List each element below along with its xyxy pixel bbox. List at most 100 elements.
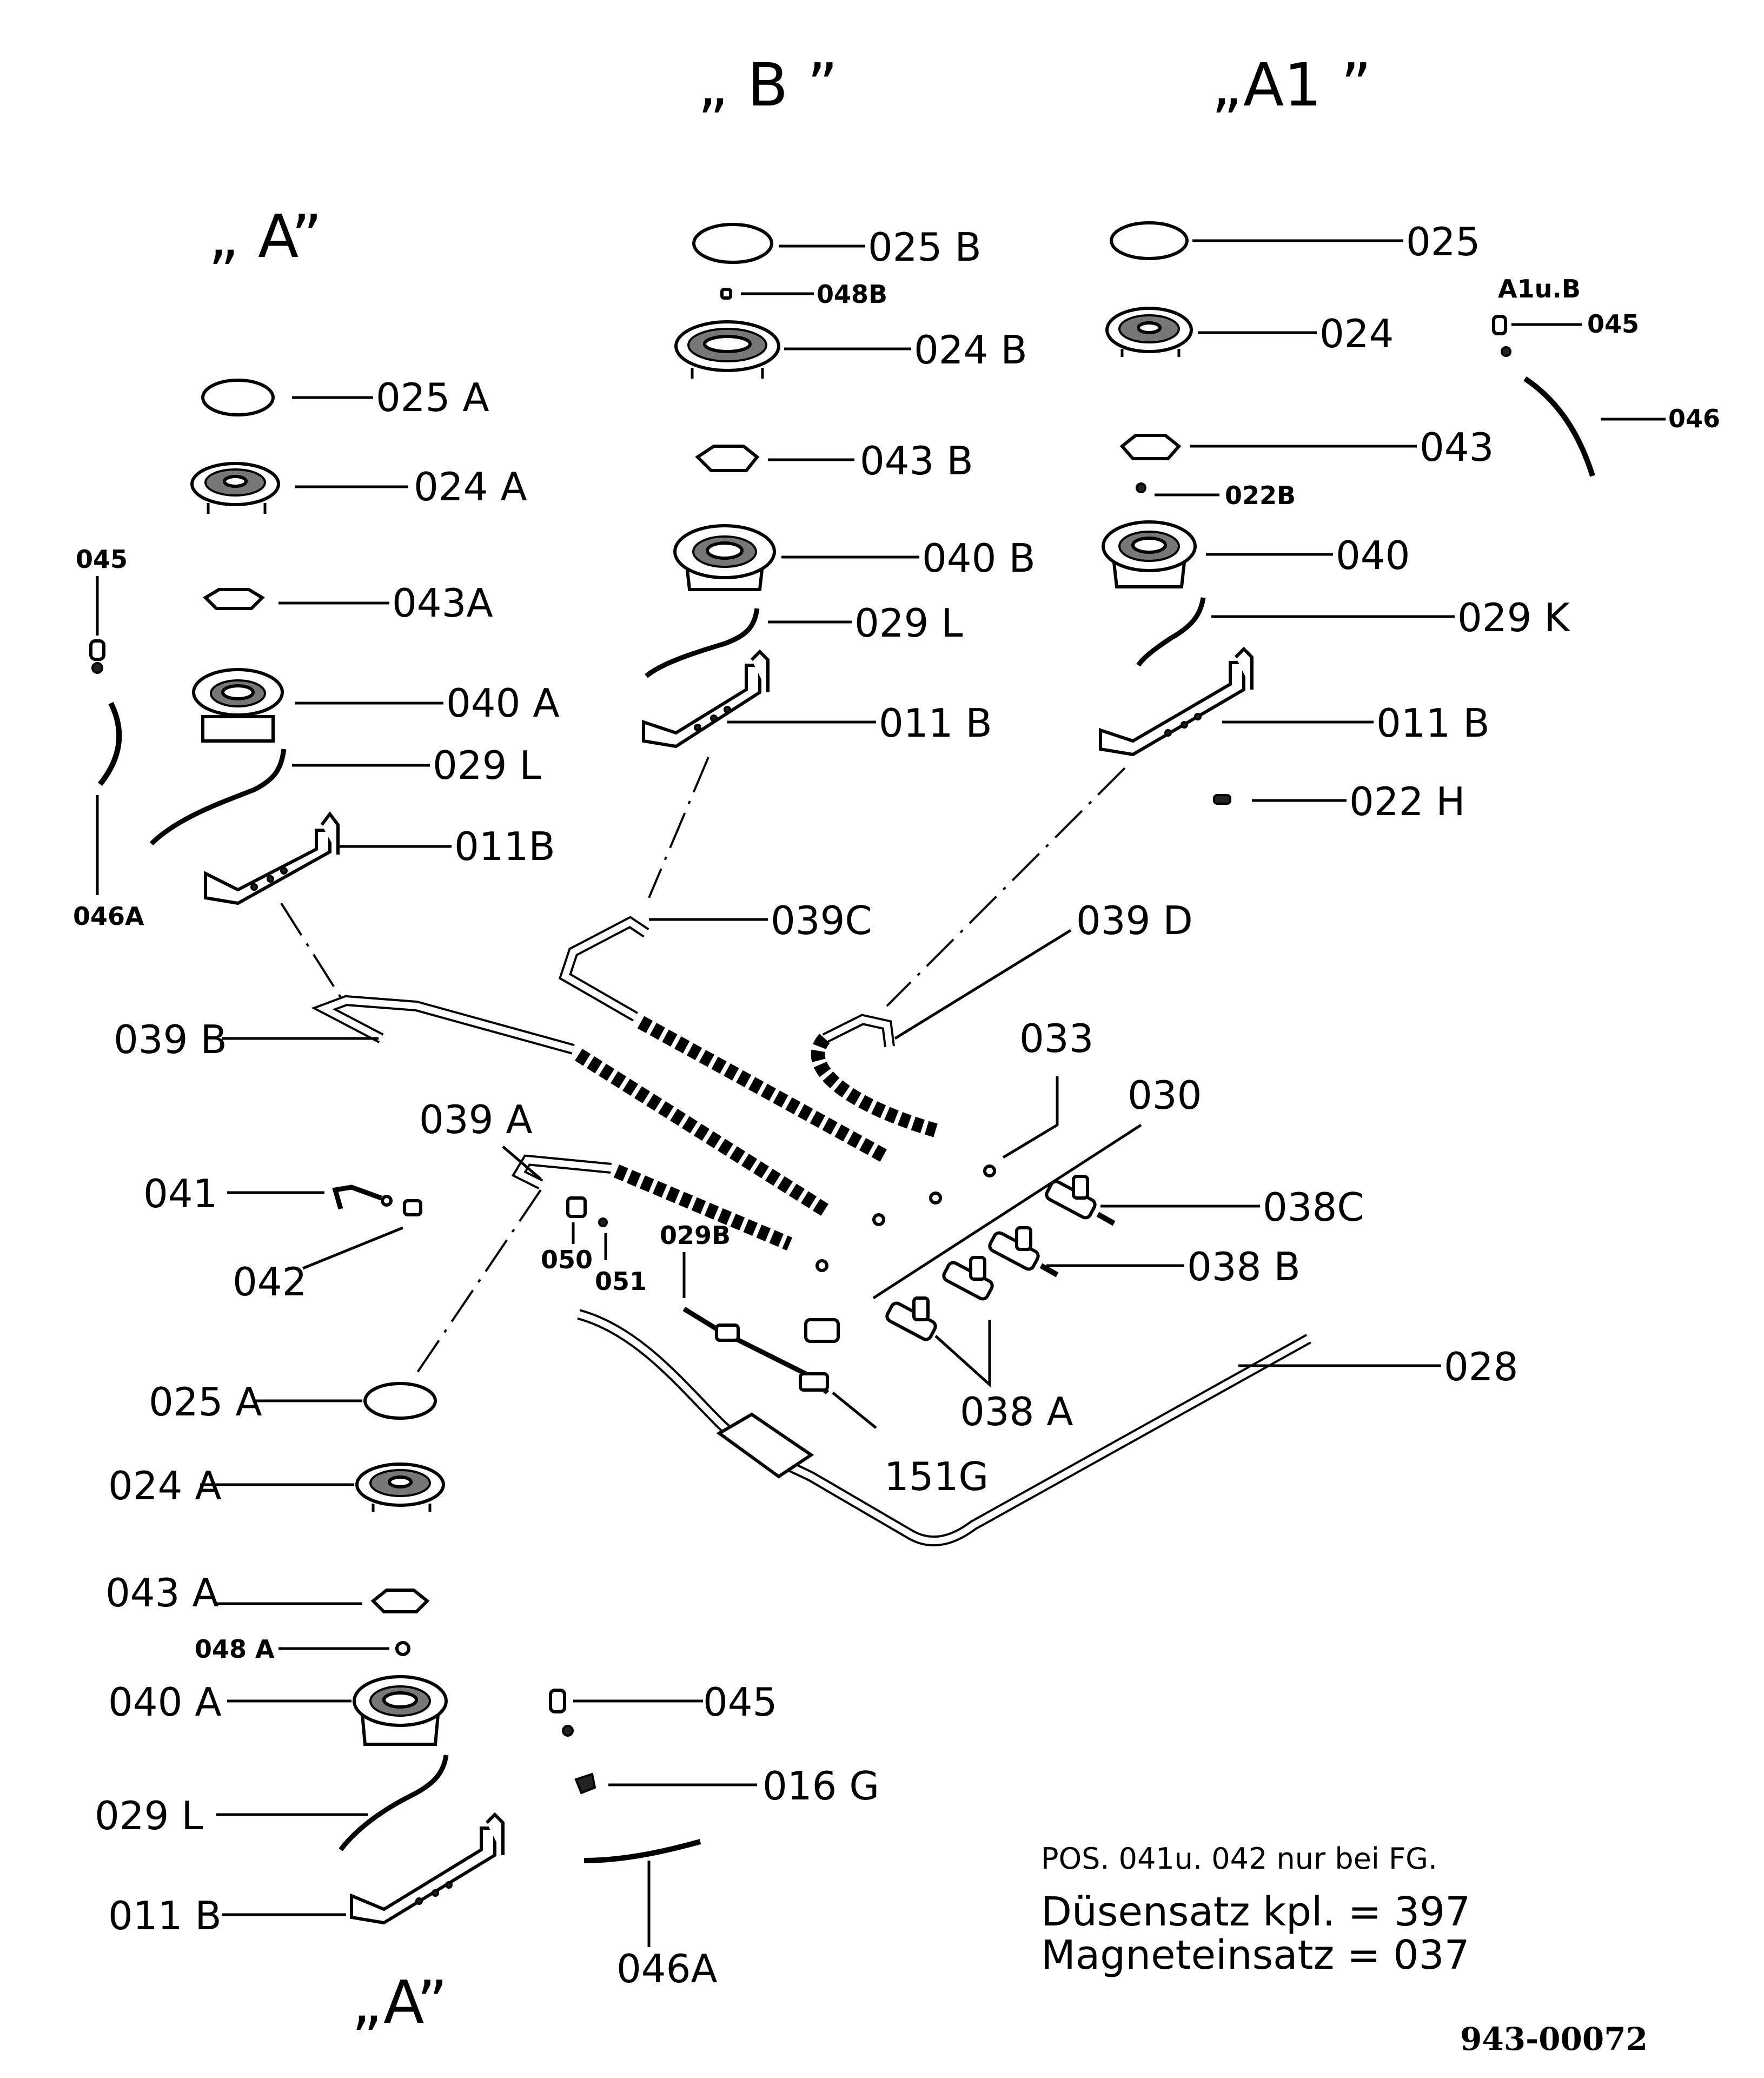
part-label-024B: 024 B [914, 327, 1027, 373]
elbow-pipe-041 [332, 1184, 382, 1210]
flame-spreader-part [203, 588, 265, 610]
part-label-042: 042 [233, 1259, 307, 1305]
part-label-043A: 043A [392, 580, 493, 626]
burner-cap-part [363, 1382, 437, 1420]
fitting-050 [566, 1196, 587, 1218]
o-ring-part [872, 1213, 885, 1226]
note-magnet-insert: Magneteinsatz = 037 [1041, 1932, 1470, 1978]
armored-hose-039D [811, 1034, 938, 1137]
thermocouple-part [1136, 597, 1206, 667]
burner-body-part [192, 668, 284, 743]
part-label-011B-b: 011 B [879, 700, 992, 746]
part-label-039C: 039C [771, 898, 872, 943]
part-label-045: 045 [76, 545, 128, 574]
mounting-bracket-part [204, 811, 340, 905]
mounting-bracket-part [642, 649, 770, 749]
part-label-025B: 025 B [868, 224, 982, 270]
part-label-039D: 039 D [1076, 898, 1193, 943]
part-label-024A-bottom: 024 A [108, 1463, 222, 1508]
ignition-unit-151G [716, 1412, 814, 1479]
part-label-046A-bottom: 046A [616, 1946, 718, 1991]
injector-part [720, 288, 732, 300]
note-nozzle-set: Düsensatz kpl. = 397 [1041, 1889, 1470, 1935]
part-label-046: 046 [1668, 404, 1720, 433]
burner-head-part [190, 462, 280, 514]
part-label-025: 025 [1406, 219, 1480, 264]
injector-part [1136, 482, 1146, 493]
document-number: 943-00072 [1460, 2021, 1648, 2057]
gas-valve-038A-1 [942, 1256, 994, 1301]
armored-hose-039B [575, 1049, 831, 1217]
part-label-040A-bottom: 040 A [108, 1679, 222, 1725]
clip-part [574, 1772, 596, 1795]
flame-spreader-part [370, 1589, 430, 1613]
part-label-022B: 022B [1225, 481, 1296, 510]
burner-group-b: 025 B 048B 024 B 043 B 040 B 029 L [642, 223, 1036, 749]
gas-tube-assembly: 039C 039 D 039 B 039 A 033 030 [114, 757, 1518, 1547]
flame-spreader-part [1119, 434, 1182, 460]
part-label-040: 040 [1336, 533, 1410, 578]
thermocouple-part [339, 1755, 449, 1851]
flame-spreader-part [695, 445, 760, 472]
part-label-039B: 039 B [114, 1017, 227, 1062]
burner-head-part [674, 320, 780, 379]
o-ring-part [929, 1192, 942, 1205]
burner-cap-part [692, 223, 773, 264]
part-label-029K: 029 K [1457, 595, 1570, 640]
ignition-plug-part [89, 639, 105, 674]
part-label-030: 030 [1128, 1073, 1202, 1118]
mounting-bracket-part [350, 1812, 505, 1925]
armored-hose-039C [637, 1016, 891, 1164]
ignition-cable-part [98, 702, 122, 786]
burner-head-part [1105, 307, 1193, 357]
part-label-025A: 025 A [376, 375, 489, 420]
part-label-039A: 039 A [419, 1097, 533, 1142]
part-label-016G: 016 G [762, 1763, 879, 1809]
part-label-043B: 043 B [860, 438, 973, 484]
part-label-043A-bottom: 043 A [105, 1570, 219, 1616]
part-label-040B: 040 B [922, 535, 1036, 581]
part-label-043: 043 [1420, 425, 1494, 470]
part-label-024A: 024 A [414, 464, 527, 509]
o-ring-part [983, 1164, 996, 1177]
part-label-011B: 011B [454, 824, 555, 869]
burner-body-part [1102, 520, 1197, 588]
group-label-a-top: „ A” [208, 202, 322, 271]
part-label-151G: 151G [884, 1454, 989, 1499]
burner-head-part [355, 1462, 445, 1512]
burner-group-a1: 025 024 043 022B 040 029 K [1099, 219, 1720, 824]
o-ring-part [815, 1259, 828, 1272]
part-label-033: 033 [1019, 1016, 1093, 1061]
part-label-041: 041 [143, 1171, 217, 1216]
part-label-046A-top: 046A [73, 902, 144, 931]
group-label-a-bottom: „A” [352, 1968, 448, 2037]
part-label-011B-bottom: 011 B [108, 1893, 222, 1938]
group-label-a1: „A1 ” [1211, 50, 1371, 120]
burner-body-part [353, 1675, 448, 1746]
part-label-022H: 022 H [1349, 779, 1465, 824]
part-label-028: 028 [1444, 1344, 1518, 1389]
burner-body-part [673, 524, 776, 591]
part-label-011B-a1: 011 B [1376, 700, 1490, 746]
part-label-038B: 038 B [1187, 1244, 1301, 1289]
note-positions: POS. 041u. 042 nur bei FG. [1041, 1842, 1437, 1876]
burner-group-a-top: 025 A 024 A 043A 040 A 029 L [73, 375, 560, 931]
part-label-029L: 029 L [433, 743, 541, 788]
part-label-025A-bottom: 025 A [149, 1379, 262, 1425]
group-label-b: „ B ” [698, 50, 838, 120]
label-a1ub: A1u.B [1498, 274, 1581, 303]
mounting-bracket-part [1099, 646, 1254, 757]
injector-part [395, 1641, 410, 1656]
ignition-plug-part [549, 1689, 574, 1737]
armored-hose-039A [613, 1164, 793, 1250]
part-label-045-bottom: 045 [703, 1679, 777, 1725]
part-label-029L-bottom: 029 L [95, 1793, 203, 1838]
nut-042 [403, 1199, 422, 1216]
burner-cap-part [1110, 221, 1189, 260]
gas-valve-038A-2 [885, 1296, 937, 1341]
ignition-cable-part [1523, 376, 1595, 477]
part-label-048B: 048B [817, 280, 887, 309]
part-label-048A: 048 A [195, 1634, 275, 1664]
gas-valve-038C [1045, 1175, 1116, 1226]
